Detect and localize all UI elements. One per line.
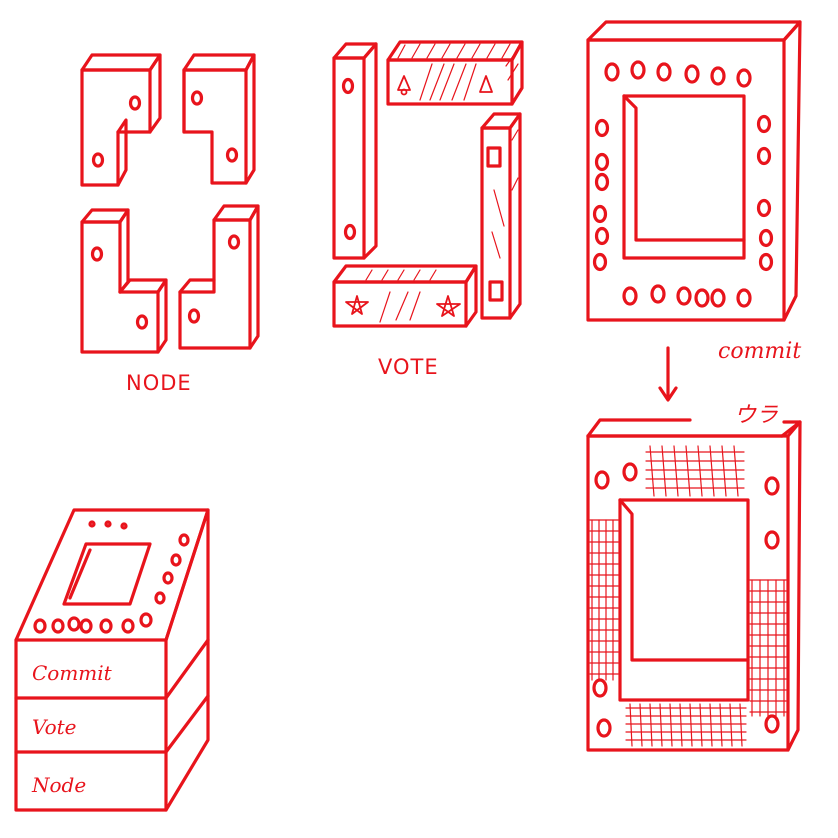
node-block-bottom-left (80, 208, 168, 354)
hole-mark (178, 533, 190, 547)
hole-mark (162, 571, 174, 585)
stack-vote-label: Vote (32, 715, 77, 739)
grid-line (729, 703, 733, 747)
stack-node-label: Node (31, 773, 86, 797)
hole-mark (594, 172, 610, 192)
hole-mark (736, 288, 752, 308)
node-block-top-left (80, 53, 162, 187)
hole-mark (592, 252, 608, 272)
vote-bar-top (386, 40, 524, 106)
hole-mark (121, 618, 135, 634)
stack-diagram (14, 508, 210, 812)
grid-line (659, 703, 663, 747)
vote-label: VOTE (378, 355, 439, 379)
hole-mark (676, 286, 692, 306)
hole-mark (104, 520, 112, 528)
vote-bar-right (480, 112, 522, 320)
hole-mark (88, 520, 96, 528)
hole-mark (710, 66, 726, 86)
hole-mark (592, 204, 608, 224)
hole-mark (758, 252, 774, 272)
hole-mark (756, 114, 772, 134)
hole-mark (594, 226, 610, 246)
hole-mark (120, 522, 128, 530)
commit-diagram (586, 20, 802, 322)
vote-diagram (332, 40, 524, 328)
grid-line (709, 703, 713, 747)
hole-mark (604, 62, 620, 82)
hole-mark (170, 553, 182, 567)
grid-line (689, 703, 693, 747)
vote-bar-bottom (332, 264, 478, 328)
grid-line (739, 703, 743, 747)
node-diagram (80, 53, 260, 354)
vote-bar-left (332, 42, 378, 260)
hole-mark (79, 618, 93, 634)
commit-holes (592, 60, 774, 308)
grid-line (719, 703, 723, 747)
hole-mark (736, 68, 752, 88)
hole-mark (154, 591, 166, 605)
back-view-diagram (586, 418, 802, 752)
corner-note-label: ウラ (734, 403, 778, 428)
hole-mark (684, 64, 700, 84)
hole-mark (99, 618, 113, 634)
grid-line (679, 703, 683, 747)
hole-mark (756, 198, 772, 218)
hole-mark (139, 612, 153, 628)
down-arrow (658, 346, 678, 402)
back-view-grid (589, 445, 787, 747)
grid-line (699, 703, 703, 747)
hole-mark (756, 146, 772, 166)
node-block-bottom-right (178, 204, 260, 350)
hole-mark (622, 286, 638, 306)
hole-mark (33, 618, 47, 634)
grid-line (649, 703, 653, 747)
hole-mark (694, 288, 710, 308)
hole-mark (630, 60, 646, 80)
stack-holes (33, 520, 190, 634)
hole-mark (594, 152, 610, 172)
hole-mark (51, 618, 65, 634)
grid-line (669, 703, 673, 747)
hole-mark (67, 616, 81, 632)
node-block-top-right (182, 53, 256, 185)
hole-mark (656, 62, 672, 82)
hole-mark (710, 288, 726, 308)
hole-mark (758, 228, 774, 248)
node-label: NODE (126, 371, 192, 395)
stack-commit-label: Commit (32, 661, 113, 685)
hole-mark (594, 118, 610, 138)
hole-mark (650, 284, 666, 304)
grid-line (629, 703, 633, 747)
grid-line (639, 703, 643, 747)
commit-label: commit (718, 339, 801, 364)
